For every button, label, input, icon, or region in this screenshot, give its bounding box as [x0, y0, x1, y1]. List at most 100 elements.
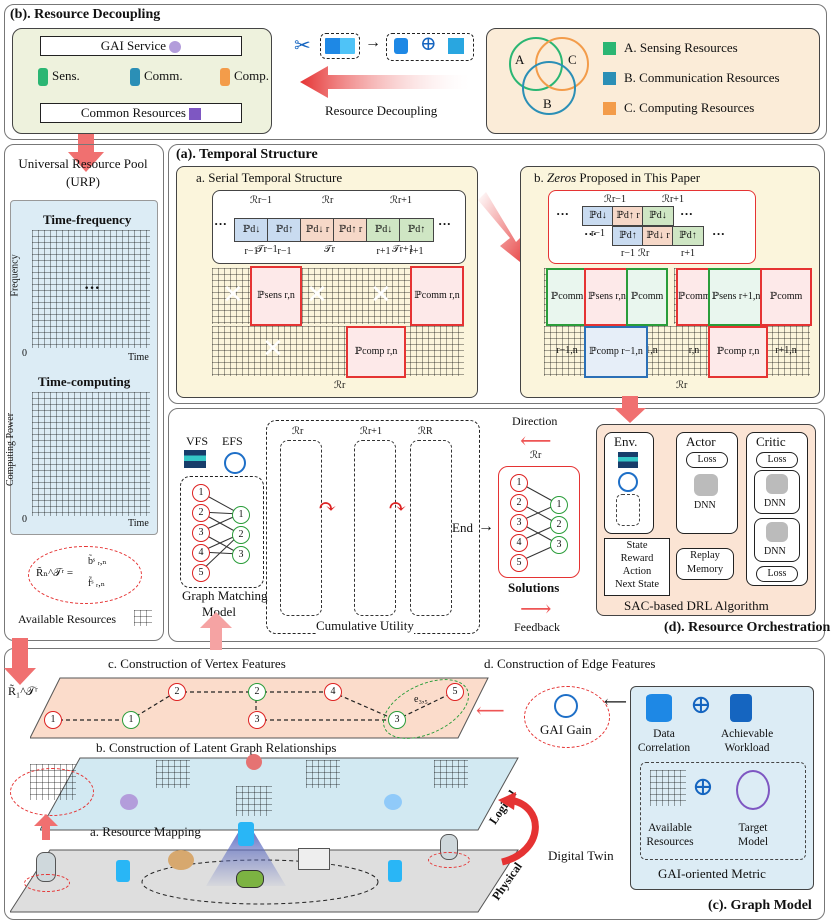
serial-cell-2: ℙd↑ r−1 [267, 218, 302, 257]
venn-diagram [509, 37, 589, 115]
brain-icon [169, 41, 182, 54]
next-state-line: Next State [614, 579, 660, 590]
available-resources-icon [134, 610, 152, 626]
comp-icon [220, 68, 230, 86]
resource-icon-b [448, 38, 464, 54]
serial-comm-block: ℙcomm r,n [410, 266, 464, 326]
vertex-red-1: 1 [44, 711, 62, 729]
serial-comp-block: ℙcomp r,n [346, 326, 406, 378]
gai-gain-arrow-icon: ⟵ [476, 700, 505, 722]
metric-inner-box [640, 762, 806, 860]
temporal-structure-panel [168, 144, 825, 404]
zeros-r-2: ℛr+1 [662, 194, 684, 205]
urp-panel [4, 144, 164, 641]
end-label: End [452, 520, 473, 535]
zeros-cell-top-3: ℙd↓ r+1 [642, 206, 674, 239]
round-r-plus-1-column [354, 440, 396, 616]
vertex-red-2: 2 [168, 683, 186, 701]
serial-title: a. Serial Temporal Structure [196, 170, 343, 185]
coupled-resource-icon [320, 33, 360, 59]
decoupling-right-box [486, 28, 820, 134]
feedback-arrow-icon: ⟶ [520, 596, 552, 621]
zeros-comp-2: ℙcomp r,n [708, 326, 768, 378]
achievable-1: Achievable [720, 728, 774, 740]
zeros-block-4: ℙcomm r,n [676, 268, 712, 356]
sens-icon [38, 68, 48, 86]
tf-dots: ··· [84, 280, 101, 297]
avail-2: Resources [646, 836, 694, 848]
efs-label: EFS [222, 434, 243, 448]
serial-t-1: 𝒯r−1 [256, 244, 278, 255]
serial-cell-3: ℙd↓ r [300, 218, 335, 242]
replay-memory-box: Replay Memory [676, 548, 734, 580]
round-r-plus-1: ℛr+1 [360, 426, 382, 437]
serial-cross-3: ✕ [370, 280, 392, 309]
comm-label: Comm. [144, 68, 183, 83]
serial-axis-label: ℛr [334, 380, 346, 391]
robot-ellipse-2 [428, 852, 470, 868]
critic-dnn-2-label: DNN [764, 546, 786, 557]
sensor-icon-1 [116, 860, 130, 882]
vfs-icon [184, 450, 206, 468]
loop-arrow-icon-1: ↷ [318, 494, 337, 519]
critic-network-icon-1 [766, 474, 788, 494]
urp-down-arrow [68, 134, 104, 172]
logical-resource-block-3 [236, 786, 272, 816]
car-icon [236, 870, 264, 888]
sol-left-2: 2 [510, 494, 528, 512]
zeros-axis-label: ℛr [676, 380, 688, 391]
edge-features-label: d. Construction of Edge Features [484, 656, 656, 671]
brain-node-icon-2 [246, 754, 262, 770]
gai-gain-ellipse [524, 686, 610, 748]
decoupling-label: Resource Decoupling [325, 103, 438, 118]
data-corr-2: Correlation [637, 742, 691, 754]
plus-icon-1: ⊕ [690, 690, 712, 719]
metric-arrow-icon: ⟵ [604, 694, 627, 711]
gai-gain-label: GAI Gain [540, 722, 592, 737]
replay-line: Replay [690, 550, 720, 561]
workload-icon [730, 694, 752, 722]
zeros-cell-top-1: ℙd↓ r−1 [582, 206, 614, 239]
cube-icon [189, 108, 202, 121]
vertex-red-5: 5 [446, 683, 464, 701]
serial-t-3: 𝒯r+1 [392, 244, 414, 255]
zeros-title: b. Zeros Proposed in This Paper [534, 170, 700, 186]
round-big-r: ℛR [418, 426, 433, 437]
env-model-icon [616, 494, 640, 526]
left-node-4: 4 [192, 544, 210, 562]
venn-label-b: B [543, 96, 552, 111]
sol-left-3: 3 [510, 514, 528, 532]
graph-matching-box [180, 476, 264, 588]
zeros-title-italic: Zeros [547, 170, 577, 185]
common-resources-label: Common Resources [80, 105, 186, 120]
round-r-column [280, 440, 322, 616]
vertex-green-3: 3 [388, 711, 406, 729]
plus-circle-icon: ⊕ [420, 33, 437, 55]
digital-twin-label: Digital Twin [548, 848, 614, 863]
serial-cell-1: ℙd↓ r−1 [234, 218, 269, 257]
robot-ellipse-1 [24, 874, 70, 892]
time-computing-title: Time-computing [38, 374, 131, 389]
env-resource-icon [618, 452, 638, 468]
scissors-icon: ✂ [294, 35, 311, 57]
reward-line: Reward [620, 553, 654, 564]
urp-formula-f: f̃ˢ ᵣ,ₙ [88, 578, 106, 589]
sensing-cube-icon [603, 42, 616, 55]
target-2: Model [737, 836, 769, 848]
zeros-block-6: ℙcomm r+1,n [760, 268, 812, 356]
target-1: Target [738, 822, 768, 834]
graph-model-title: (c). Graph Model [708, 898, 812, 913]
graph-model-panel [4, 648, 825, 920]
env-label: Env. [614, 434, 638, 449]
serial-cell-4: ℙd↑ r [333, 218, 368, 242]
zeros-ellipsis-4: ··· [712, 226, 726, 241]
venn-label-a: A [515, 52, 525, 67]
serial-cross-1: ✕ [222, 280, 244, 309]
right-node-1: 1 [232, 506, 250, 524]
zeros-to-sac-arrow [614, 396, 646, 423]
edge-label: e₃,₅ [414, 694, 428, 705]
round-r: ℛr [292, 426, 304, 437]
resource-decoupling-title: (b). Resource Decoupling [10, 7, 161, 22]
tf-x-label: Time [128, 352, 149, 363]
zeros-ellipsis-2: ··· [680, 206, 694, 221]
